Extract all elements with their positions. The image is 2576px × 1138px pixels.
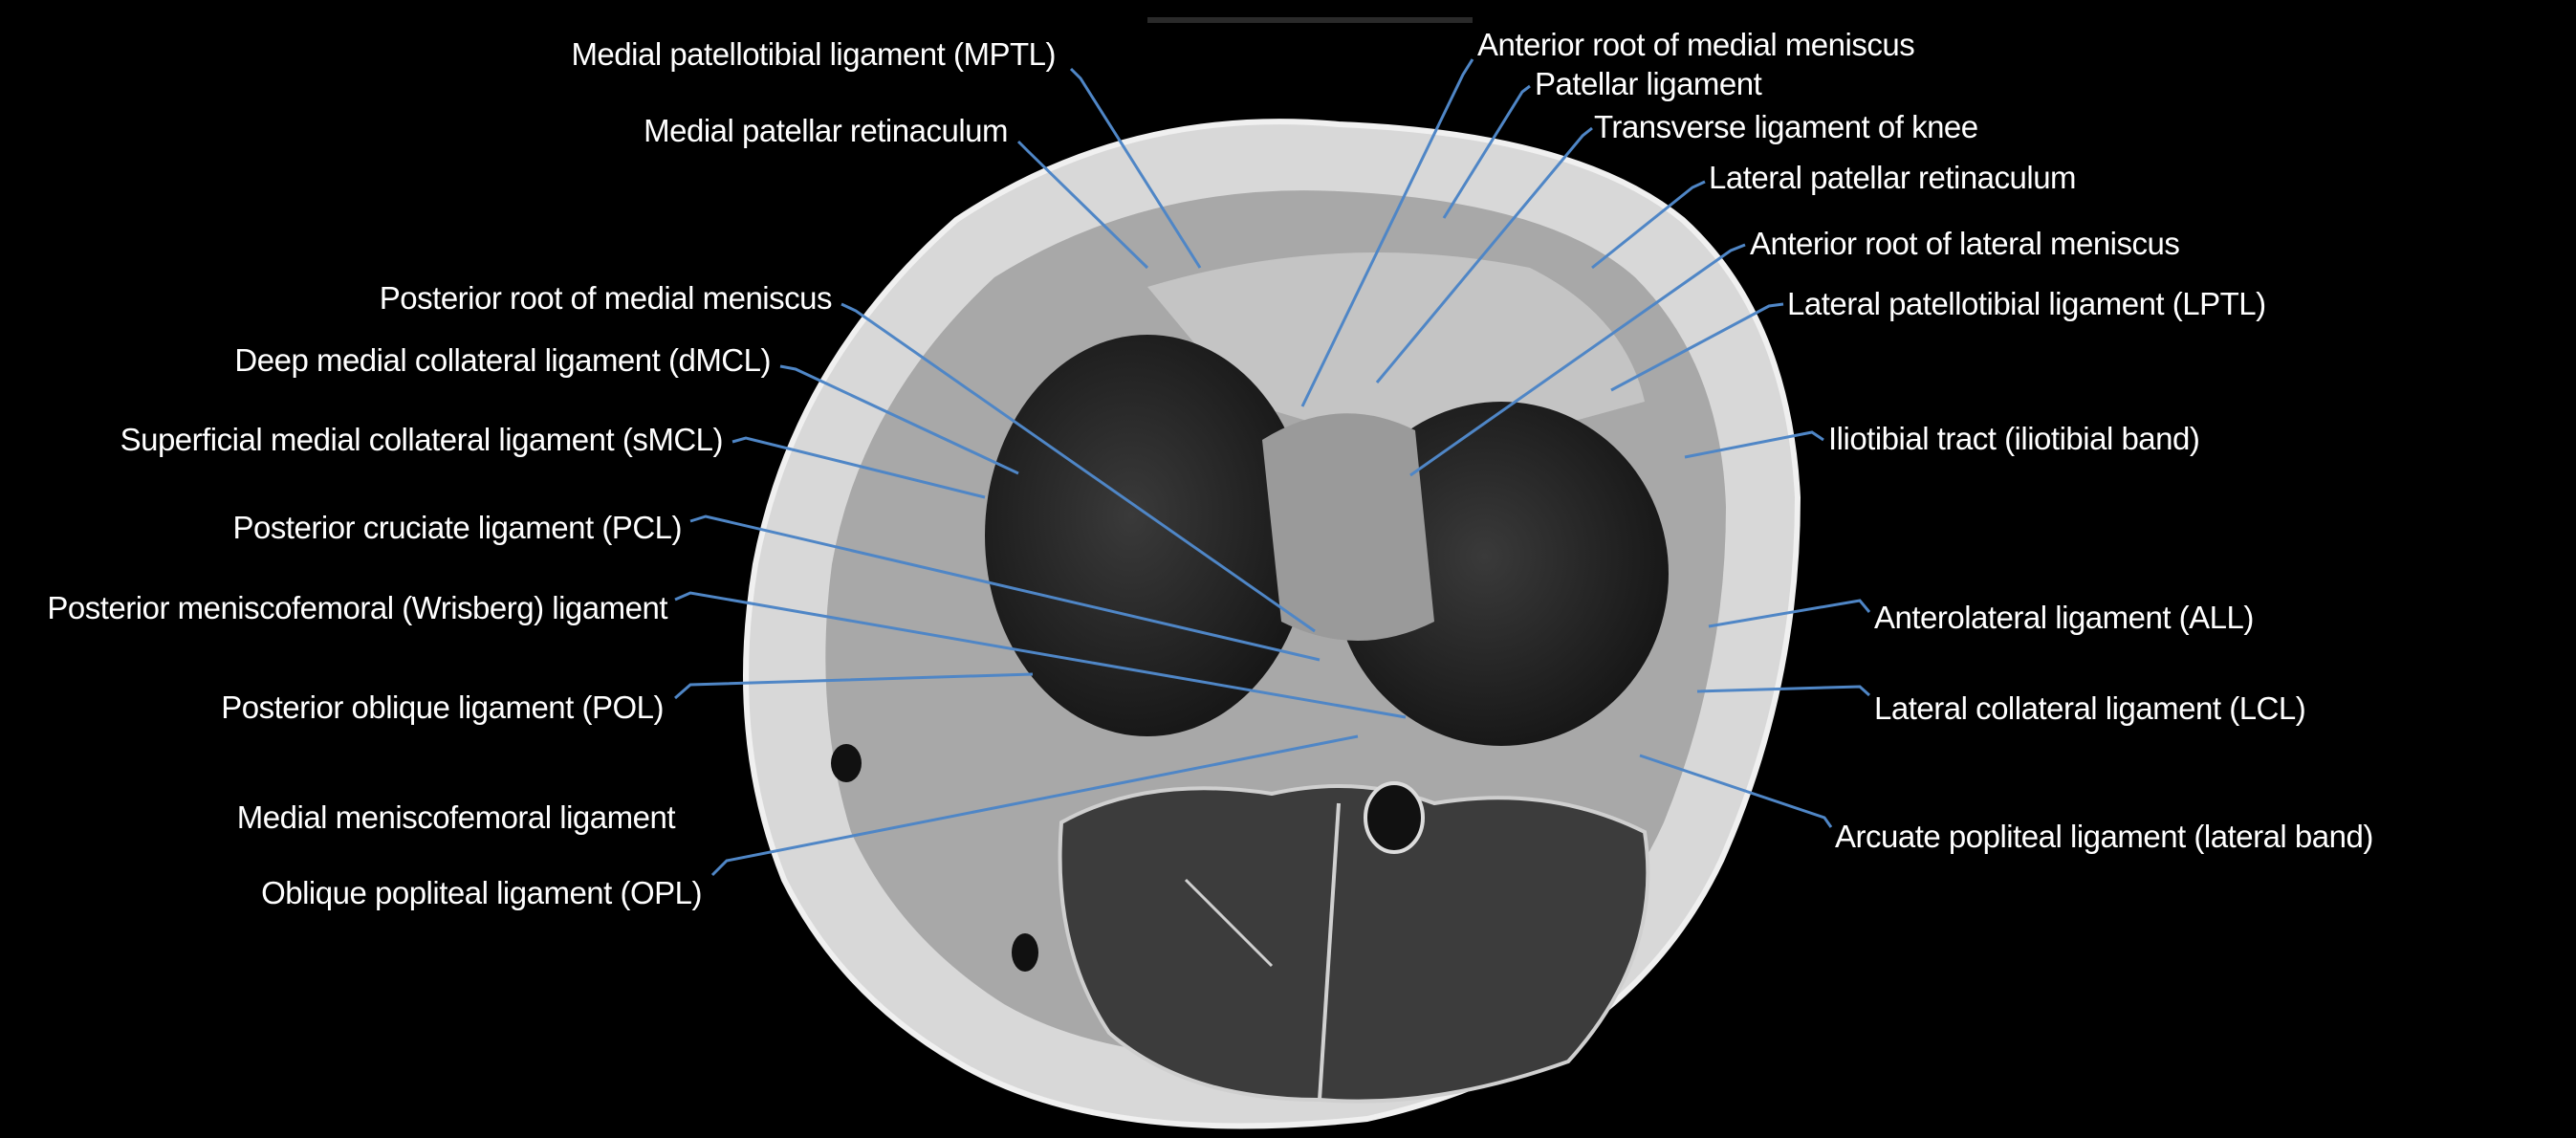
leader-lines [674, 58, 1871, 877]
label-medial-meniscofemoral-ligament: Medial meniscofemoral ligament [236, 799, 676, 835]
label-mptl: Medial patellotibial ligament (MPTL) [571, 36, 1056, 72]
label-anterior-root-lateral-meniscus: Anterior root of lateral meniscus [1750, 226, 2180, 261]
label-iliotibial-tract: Iliotibial tract (iliotibial band) [1828, 421, 2200, 456]
label-patellar-ligament: Patellar ligament [1535, 66, 1762, 101]
medial-condyle [985, 335, 1310, 736]
label-arcuate-popliteal-ligament: Arcuate popliteal ligament (lateral band… [1835, 819, 2373, 854]
label-anterior-root-medial-meniscus: Anterior root of medial meniscus [1477, 27, 1915, 62]
label-pcl: Posterior cruciate ligament (PCL) [232, 510, 682, 545]
label-medial-patellar-retinaculum: Medial patellar retinaculum [644, 113, 1008, 148]
label-opl: Oblique popliteal ligament (OPL) [261, 875, 702, 910]
label-transverse-ligament: Transverse ligament of knee [1594, 109, 1978, 144]
label-all: Anterolateral ligament (ALL) [1874, 600, 2254, 635]
label-wrisberg-ligament: Posterior meniscofemoral (Wrisberg) liga… [47, 590, 667, 625]
label-lcl: Lateral collateral ligament (LCL) [1874, 690, 2306, 726]
label-smcl: Superficial medial collateral ligament (… [120, 422, 724, 457]
posterior-muscles [1058, 784, 1650, 1104]
popliteal-vessel [1364, 781, 1425, 854]
label-lptl: Lateral patellotibial ligament (LPTL) [1787, 286, 2266, 321]
label-lateral-patellar-retinaculum: Lateral patellar retinaculum [1709, 160, 2077, 195]
label-pol: Posterior oblique ligament (POL) [221, 689, 664, 725]
label-dmcl: Deep medial collateral ligament (dMCL) [234, 342, 771, 378]
label-posterior-root-medial-meniscus: Posterior root of medial meniscus [379, 280, 833, 316]
